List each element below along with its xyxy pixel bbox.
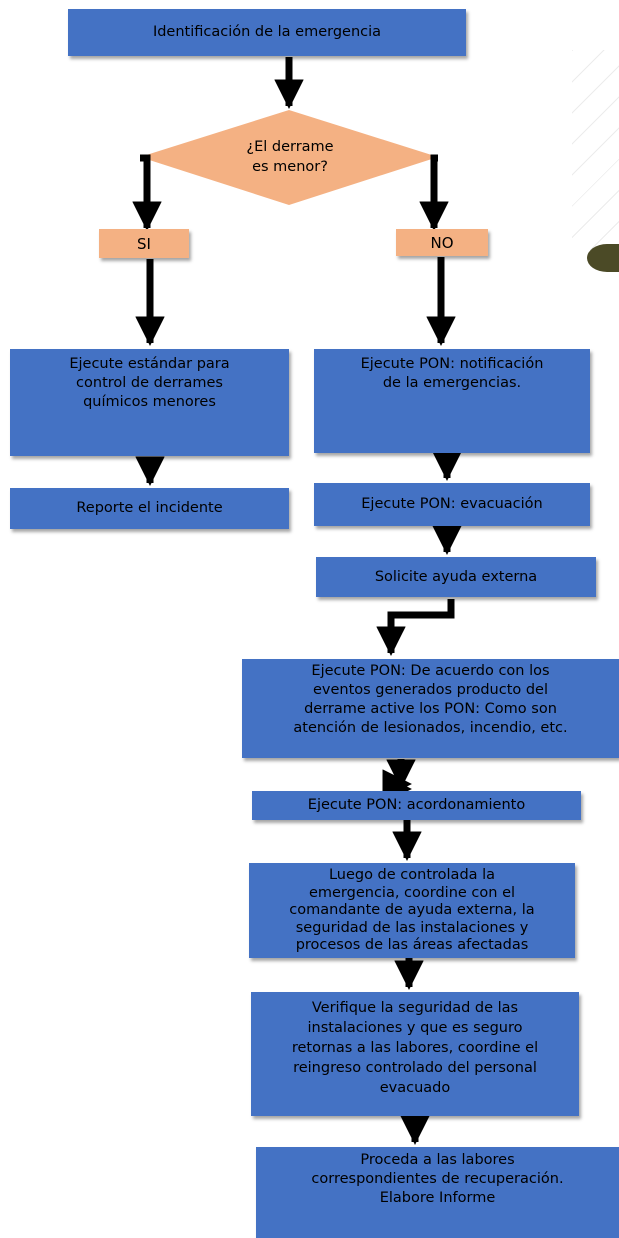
no-step3-box: Solicite ayuda externa — [316, 557, 596, 597]
no-step8-box: Proceda a las labores correspondientes d… — [256, 1147, 619, 1238]
arrow-no-step3-to-step4 — [376, 599, 455, 656]
no-step4-box: Ejecute PON: De acuerdo con los eventos … — [242, 659, 619, 758]
no-step5-box: Ejecute PON: acordonamiento — [252, 791, 581, 820]
arrow-decision-to-si — [132, 154, 162, 231]
no-step2-box: Ejecute PON: evacuación — [314, 483, 590, 526]
arrow-decision-to-no — [419, 154, 449, 231]
decision-diamond — [140, 110, 438, 205]
no-step7-box: Verifique la seguridad de las instalacio… — [251, 992, 579, 1116]
background-decoration-shape — [587, 244, 619, 272]
yes-step2-box: Reporte el incidente — [10, 488, 289, 529]
yes-label: SI — [99, 229, 189, 258]
no-step1-box: Ejecute PON: notificación de la emergenc… — [314, 349, 590, 453]
yes-step1-box: Ejecute estándar para control de derrame… — [10, 349, 289, 456]
background-decoration — [572, 50, 619, 250]
start-box: Identificación de la emergencia — [68, 9, 466, 56]
no-label: NO — [396, 229, 488, 256]
no-step6-box: Luego de controlada la emergencia, coord… — [249, 863, 575, 958]
decision-text: ¿El derrame es menor? — [246, 139, 334, 175]
